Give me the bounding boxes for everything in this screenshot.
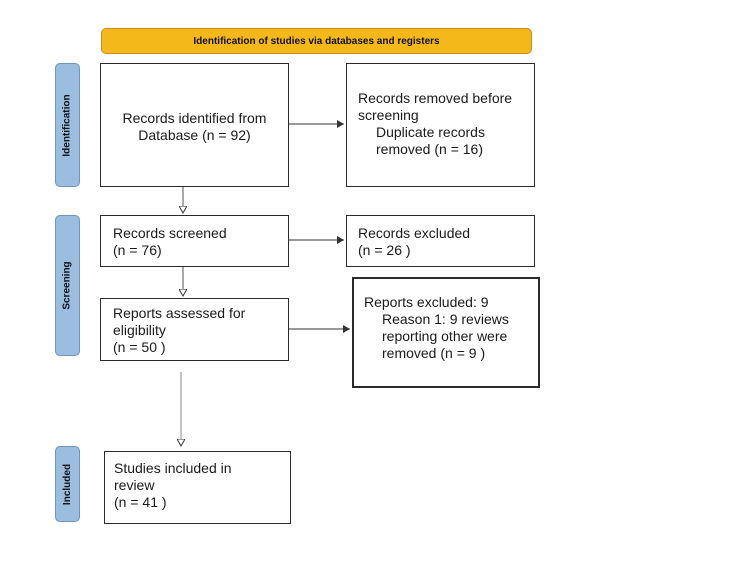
studies-included-line2: review <box>114 477 155 493</box>
studies-included-line3: (n = 41 ) <box>114 494 167 510</box>
reports-assessed-line3: (n = 50 ) <box>113 339 166 355</box>
box-reports-excluded: Reports excluded: 9 Reason 1: 9 reviews … <box>352 277 540 388</box>
box-records-screened: Records screened (n = 76) <box>100 215 289 267</box>
box-records-identified: Records identified from Database (n = 92… <box>100 63 289 187</box>
phase-identification: Identification <box>55 63 80 187</box>
box-records-excluded: Records excluded (n = 26 ) <box>346 215 535 267</box>
records-removed-line2: screening <box>358 107 419 123</box>
records-removed-line1: Records removed before <box>358 90 513 106</box>
studies-included-line1: Studies included in <box>114 460 232 476</box>
phase-included: Included <box>55 446 80 522</box>
reports-excluded-line1: Reports excluded: 9 <box>364 294 489 310</box>
records-excluded-line1: Records excluded <box>358 225 471 241</box>
records-removed-line4: removed (n = 16) <box>376 141 483 157</box>
reports-assessed-line1: Reports assessed for <box>113 305 246 321</box>
reports-excluded-line4: removed (n = 9 ) <box>382 345 486 361</box>
records-removed-line3: Duplicate records <box>376 124 485 140</box>
records-excluded-line2: (n = 26 ) <box>358 242 411 258</box>
records-identified-line1: Records identified from <box>122 110 267 126</box>
records-identified-line2: Database (n = 92) <box>138 127 251 143</box>
box-records-removed: Records removed before screening Duplica… <box>346 63 535 187</box>
header-title: Identification of studies via databases … <box>193 35 440 47</box>
box-reports-assessed: Reports assessed for eligibility (n = 50… <box>100 298 289 361</box>
phase-screening: Screening <box>55 215 80 356</box>
box-studies-included: Studies included in review (n = 41 ) <box>104 451 291 524</box>
header-banner: Identification of studies via databases … <box>101 28 532 54</box>
records-screened-line1: Records screened <box>113 225 227 241</box>
reports-excluded-line2: Reason 1: 9 reviews <box>382 311 509 327</box>
reports-excluded-line3: reporting other were <box>382 328 508 344</box>
reports-assessed-line2: eligibility <box>113 322 166 338</box>
records-screened-line2: (n = 76) <box>113 242 162 258</box>
